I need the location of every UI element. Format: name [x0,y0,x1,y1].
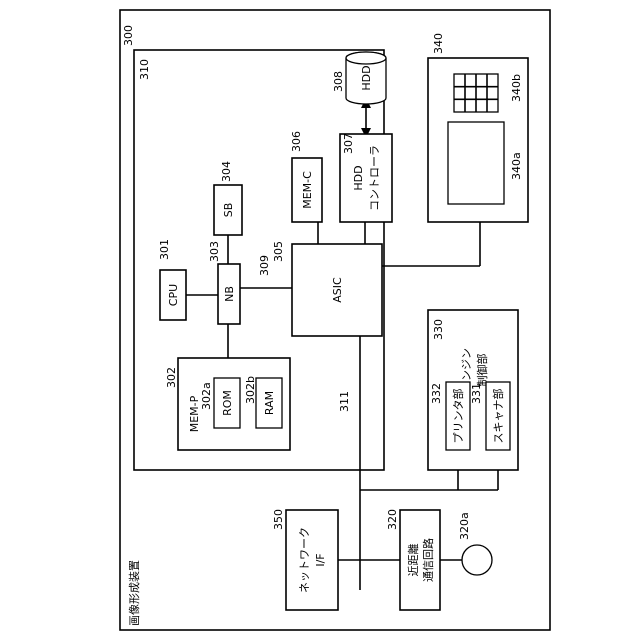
apparatus-ref: 300 [122,25,135,46]
bus-ref: 311 [338,391,351,412]
mem-c-ref: 306 [290,131,303,152]
ram-ref: 302b [244,376,257,404]
hdd-ref: 308 [332,71,345,92]
hdd-label: HDD [360,65,373,90]
hdd-controller-label-2: コントローラ [368,145,381,211]
controller-ref: 310 [138,59,151,80]
ram-label: RAM [263,391,276,415]
antenna-circle [462,545,492,575]
scanner-ref: 331 [470,383,483,404]
agp-ref: 309 [258,255,271,276]
hdd-controller-ref: 307 [342,133,355,154]
asic-label: ASIC [331,277,344,303]
asic-ref: 305 [272,241,285,262]
mem-c-label: MEM-C [301,171,314,209]
network-ref: 350 [272,509,285,530]
rom-label: ROM [221,390,234,416]
network-label-2: I/F [314,553,327,566]
panel-ref: 340 [432,33,445,54]
panel-display [448,122,504,204]
network-if-box [286,510,338,610]
rotated-figure: 画像形成装置 300 310 CPU 301 NB 303 SB [120,10,550,630]
nfc-label-2: 通信回路 [422,538,435,582]
network-label-1: ネットワーク [298,527,311,593]
nfc-label-1: 近距離 [406,544,420,577]
engine-ref: 330 [432,319,445,340]
nfc-ref: 320 [386,509,399,530]
nb-ref: 303 [208,241,221,262]
mem-p-ref: 302 [165,367,178,388]
keypad-ref: 340b [510,74,523,102]
hdd-controller-label-1: HDD [352,165,365,190]
sb-label: SB [222,203,235,218]
rom-ref: 302a [200,382,213,410]
cpu-ref: 301 [158,239,171,260]
cpu-label: CPU [167,284,180,306]
scanner-label: スキャナ部 [491,389,505,444]
figure-title: 画像形成装置 [128,560,141,626]
antenna-ref: 320a [458,512,471,540]
sb-ref: 304 [220,161,233,182]
printer-ref: 332 [430,383,443,404]
keypad-grid [454,74,498,112]
printer-label: プリンタ部 [451,389,465,444]
nb-label: NB [223,286,236,302]
display-ref: 340a [510,152,523,180]
